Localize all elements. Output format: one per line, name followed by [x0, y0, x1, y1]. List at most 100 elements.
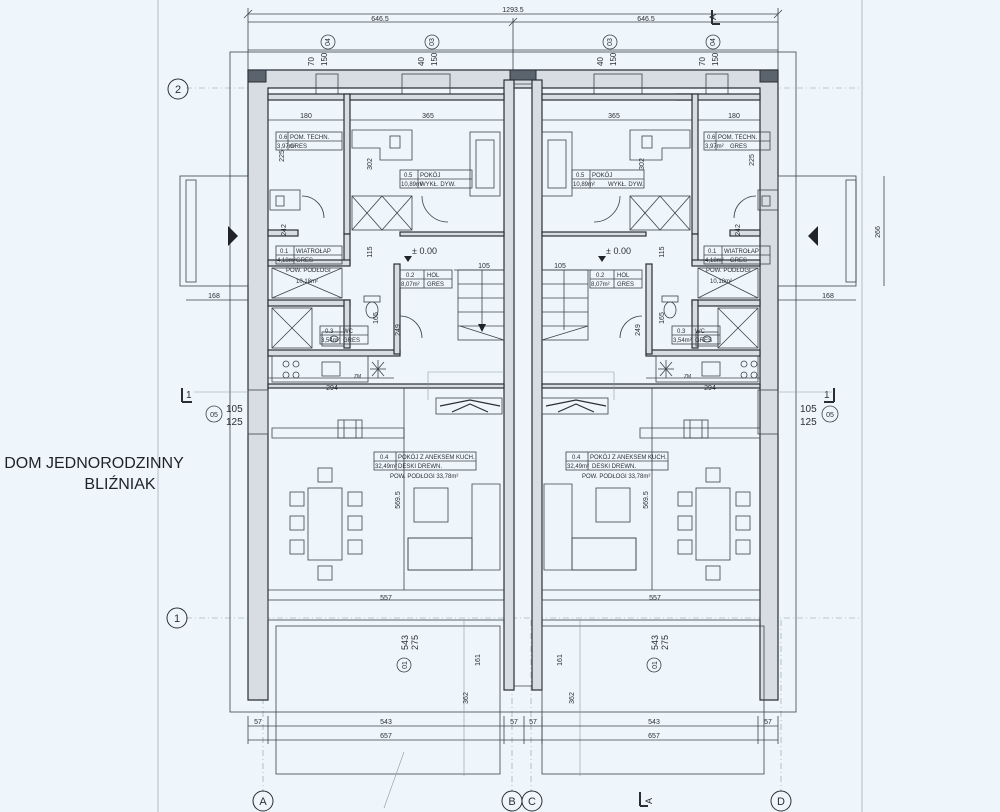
dim-115-right: 115 [659, 246, 666, 257]
room-label-tech-left: 0.6 POM. TECHN. 3,97m² GRES [275, 131, 343, 151]
bot-dim-l-a: 543 [400, 635, 410, 650]
dim-161-right: 161 [557, 654, 564, 666]
win-dim-l4: 150 [430, 52, 439, 66]
room-num: 0.6 [707, 135, 716, 141]
axis-label-2: 2 [175, 84, 181, 96]
section-mark-a-top: A [708, 10, 720, 25]
room-num: 0.4 [380, 455, 389, 461]
dim-242-left: 242 [281, 224, 288, 236]
floor-area-big: POW. PODŁOGI 33,78m² [390, 474, 458, 480]
room-name: WC [695, 329, 706, 335]
room-name: HOL [427, 273, 440, 279]
room-num: 0.5 [576, 173, 585, 179]
bot-dim-r-a: 543 [650, 635, 660, 650]
room-num: 0.5 [404, 173, 413, 179]
room-name: WIATROŁAP [724, 249, 759, 255]
room-area: 32,49m² [567, 464, 589, 470]
axis-label-c: C [528, 796, 536, 808]
floor-area-big: POW. PODŁOGI 33,78m² [582, 474, 650, 480]
room-floor: WYKŁ. DYW. [608, 182, 644, 188]
dim-362-left: 362 [463, 692, 470, 704]
dim-165-left: 165 [373, 312, 380, 324]
room-num: 0.1 [280, 249, 289, 255]
zm-label-right: ZM [684, 374, 691, 380]
room-floor: GRES [730, 258, 747, 264]
win-dim-r1: 40 [596, 57, 605, 66]
dim-302-left: 302 [367, 158, 374, 170]
side-dim-right-b: 125 [800, 417, 817, 428]
floor-area-value: 10,18m² [296, 279, 318, 285]
room-area: 8,07m² [591, 282, 610, 288]
room-num: 0.6 [279, 135, 288, 141]
dim-168-left: 168 [208, 293, 220, 300]
axis-label-1: 1 [174, 613, 180, 625]
window-markers-top: 04 03 03 04 [320, 34, 721, 50]
dim-365-right: 365 [608, 113, 620, 120]
marker-05-right: 05 [826, 412, 834, 419]
dim-543-right: 543 [648, 719, 660, 726]
dim-365-left: 365 [422, 113, 434, 120]
marker-03-left: 03 [429, 38, 436, 46]
room-floor: GRES [290, 144, 307, 150]
room-area: 3,97m² [705, 144, 724, 150]
axis-label-a: A [259, 796, 267, 808]
room-floor: WYKŁ. DYW. [420, 182, 456, 188]
dim-180-right: 180 [728, 113, 740, 120]
room-num: 0.2 [596, 273, 605, 279]
room-area: 10,89m² [573, 182, 595, 188]
dim-557-right: 557 [649, 595, 661, 602]
room-name: POKÓJ [420, 172, 440, 179]
dim-57-a: 57 [254, 719, 262, 726]
bottom-dimensions: 57 543 57 57 543 57 657 657 [247, 716, 779, 744]
dim-half-right: 646.5 [637, 16, 655, 23]
dim-225-left: 225 [279, 150, 286, 162]
drawing-title: DOM JEDNORODZINNY BLIŹNIAK [4, 455, 184, 493]
section-mark-a-bottom: A [639, 792, 654, 807]
marker-04-right: 04 [710, 38, 717, 46]
top-dimensions: 1293.5 646.5 646.5 70 150 40 150 40 150 … [243, 7, 783, 70]
window-markers-side: 05 105 125 05 105 125 [205, 404, 839, 428]
dim-657-left: 657 [380, 733, 392, 740]
entry-arrow-left-icon [228, 226, 238, 246]
floor-area-label: POW. PODŁOGI [286, 268, 331, 274]
room-num: 0.3 [325, 329, 334, 335]
dim-249-right: 249 [635, 324, 642, 336]
dim-168-right: 168 [822, 293, 834, 300]
section-marks-1: 1 1 [181, 388, 835, 403]
side-dim-right-a: 105 [800, 404, 817, 415]
axis-label-b: B [508, 796, 515, 808]
room-area: 10,89m² [401, 182, 423, 188]
room-name: WC [343, 329, 354, 335]
dim-115-left: 115 [367, 246, 374, 257]
dim-161-left: 161 [475, 654, 482, 666]
section-a-label-bottom: A [644, 798, 654, 804]
dim-543-left: 543 [380, 719, 392, 726]
room-area: 3,97m² [277, 144, 296, 150]
dim-57-c: 57 [529, 719, 537, 726]
floor-area-label: POW. PODŁOGI [706, 268, 751, 274]
section-a-label-top: A [708, 14, 718, 20]
room-floor: GRES [617, 282, 634, 288]
dim-302-right: 302 [639, 158, 646, 170]
title-line-2: BLIŹNIAK [84, 474, 155, 493]
dim-242-right: 242 [735, 224, 742, 236]
room-labels-left: 0.6 POM. TECHN. 3,97m² GRES 0.5 POKÓJ 10… [275, 131, 477, 480]
win-dim-l2: 150 [320, 52, 329, 66]
room-floor: GRES [695, 338, 712, 344]
dim-57-b: 57 [510, 719, 518, 726]
marker-01-left: 01 [402, 661, 409, 669]
dim-294-right: 294 [704, 385, 716, 392]
floor-area-value: 10,18m² [710, 279, 732, 285]
dim-249-left: 249 [395, 324, 402, 336]
room-area: 8,07m² [401, 282, 420, 288]
room-floor: GRES [730, 144, 747, 150]
room-num: 0.1 [708, 249, 717, 255]
room-floor: DESKI DREWN. [592, 464, 636, 470]
entry-arrow-right-icon [808, 226, 818, 246]
room-label-wiatrolap-left: 0.1 WIATROŁAP 4,18m² GRES POW. PODŁOGI 1… [275, 245, 343, 285]
room-area: 3,54m² [673, 338, 692, 344]
room-label-wc-left: 0.3 WC 3,54m² GRES [319, 325, 369, 345]
dim-overall: 1293.5 [502, 7, 524, 14]
room-num: 0.4 [572, 455, 581, 461]
